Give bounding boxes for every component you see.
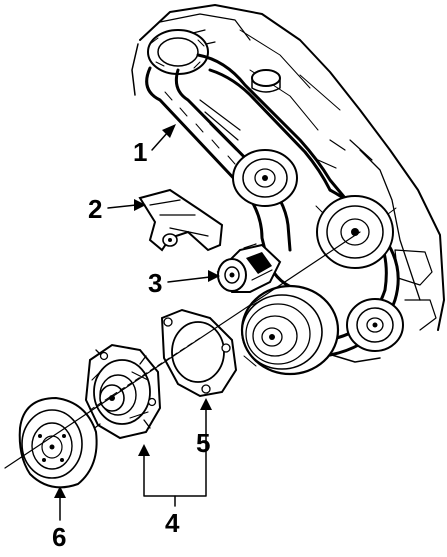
- callout-6: 6: [52, 522, 66, 552]
- water-pump: [84, 343, 162, 440]
- engine-block: [131, 4, 445, 363]
- callout-2: 2: [88, 194, 102, 224]
- belt-tensioner: [216, 243, 282, 293]
- callout-3: 3: [148, 268, 162, 298]
- crankshaft-pulley: [240, 284, 340, 376]
- callout-4: 4: [165, 508, 180, 538]
- callout-1: 1: [133, 137, 147, 167]
- water-pump-pulley: [18, 396, 98, 489]
- alternator-pulley: [232, 149, 298, 207]
- idler-pulley-lower: [346, 298, 404, 352]
- water-pump-gasket: [160, 308, 238, 398]
- tensioner-bracket: [138, 188, 224, 252]
- callout-5: 5: [196, 428, 210, 458]
- leader-lines: [54, 124, 220, 521]
- exploded-axis-line: [4, 231, 361, 469]
- power-steering-pulley: [315, 195, 397, 269]
